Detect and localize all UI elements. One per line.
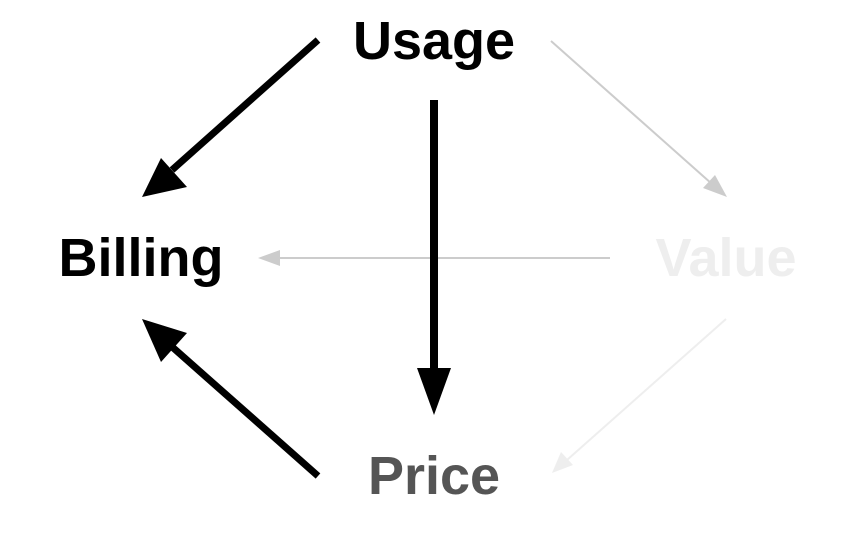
edge-price-to-billing-arrowhead	[142, 319, 187, 362]
edge-price-to-billing-line	[167, 342, 321, 479]
node-billing: Billing	[59, 228, 224, 288]
edge-usage-to-billing	[142, 37, 321, 197]
edge-usage-to-billing-arrowhead	[142, 158, 187, 197]
edge-usage-to-billing-line	[169, 37, 321, 173]
node-value: Value	[655, 228, 796, 288]
edge-usage-to-price-arrowhead	[417, 368, 451, 415]
edge-value-to-billing-arrowhead	[258, 250, 280, 266]
edge-usage-to-value-line	[550, 40, 713, 185]
edge-value-to-price-arrowhead	[552, 452, 573, 473]
edge-usage-to-value	[550, 40, 727, 197]
node-usage: Usage	[353, 11, 515, 71]
edge-usage-to-value-arrowhead	[703, 175, 727, 197]
edge-usage-to-price	[417, 100, 451, 415]
edge-value-to-price	[552, 318, 727, 473]
edge-value-to-billing	[258, 250, 610, 266]
edge-value-to-price-line	[566, 318, 727, 461]
node-price: Price	[368, 446, 500, 506]
edge-price-to-billing	[142, 319, 321, 479]
